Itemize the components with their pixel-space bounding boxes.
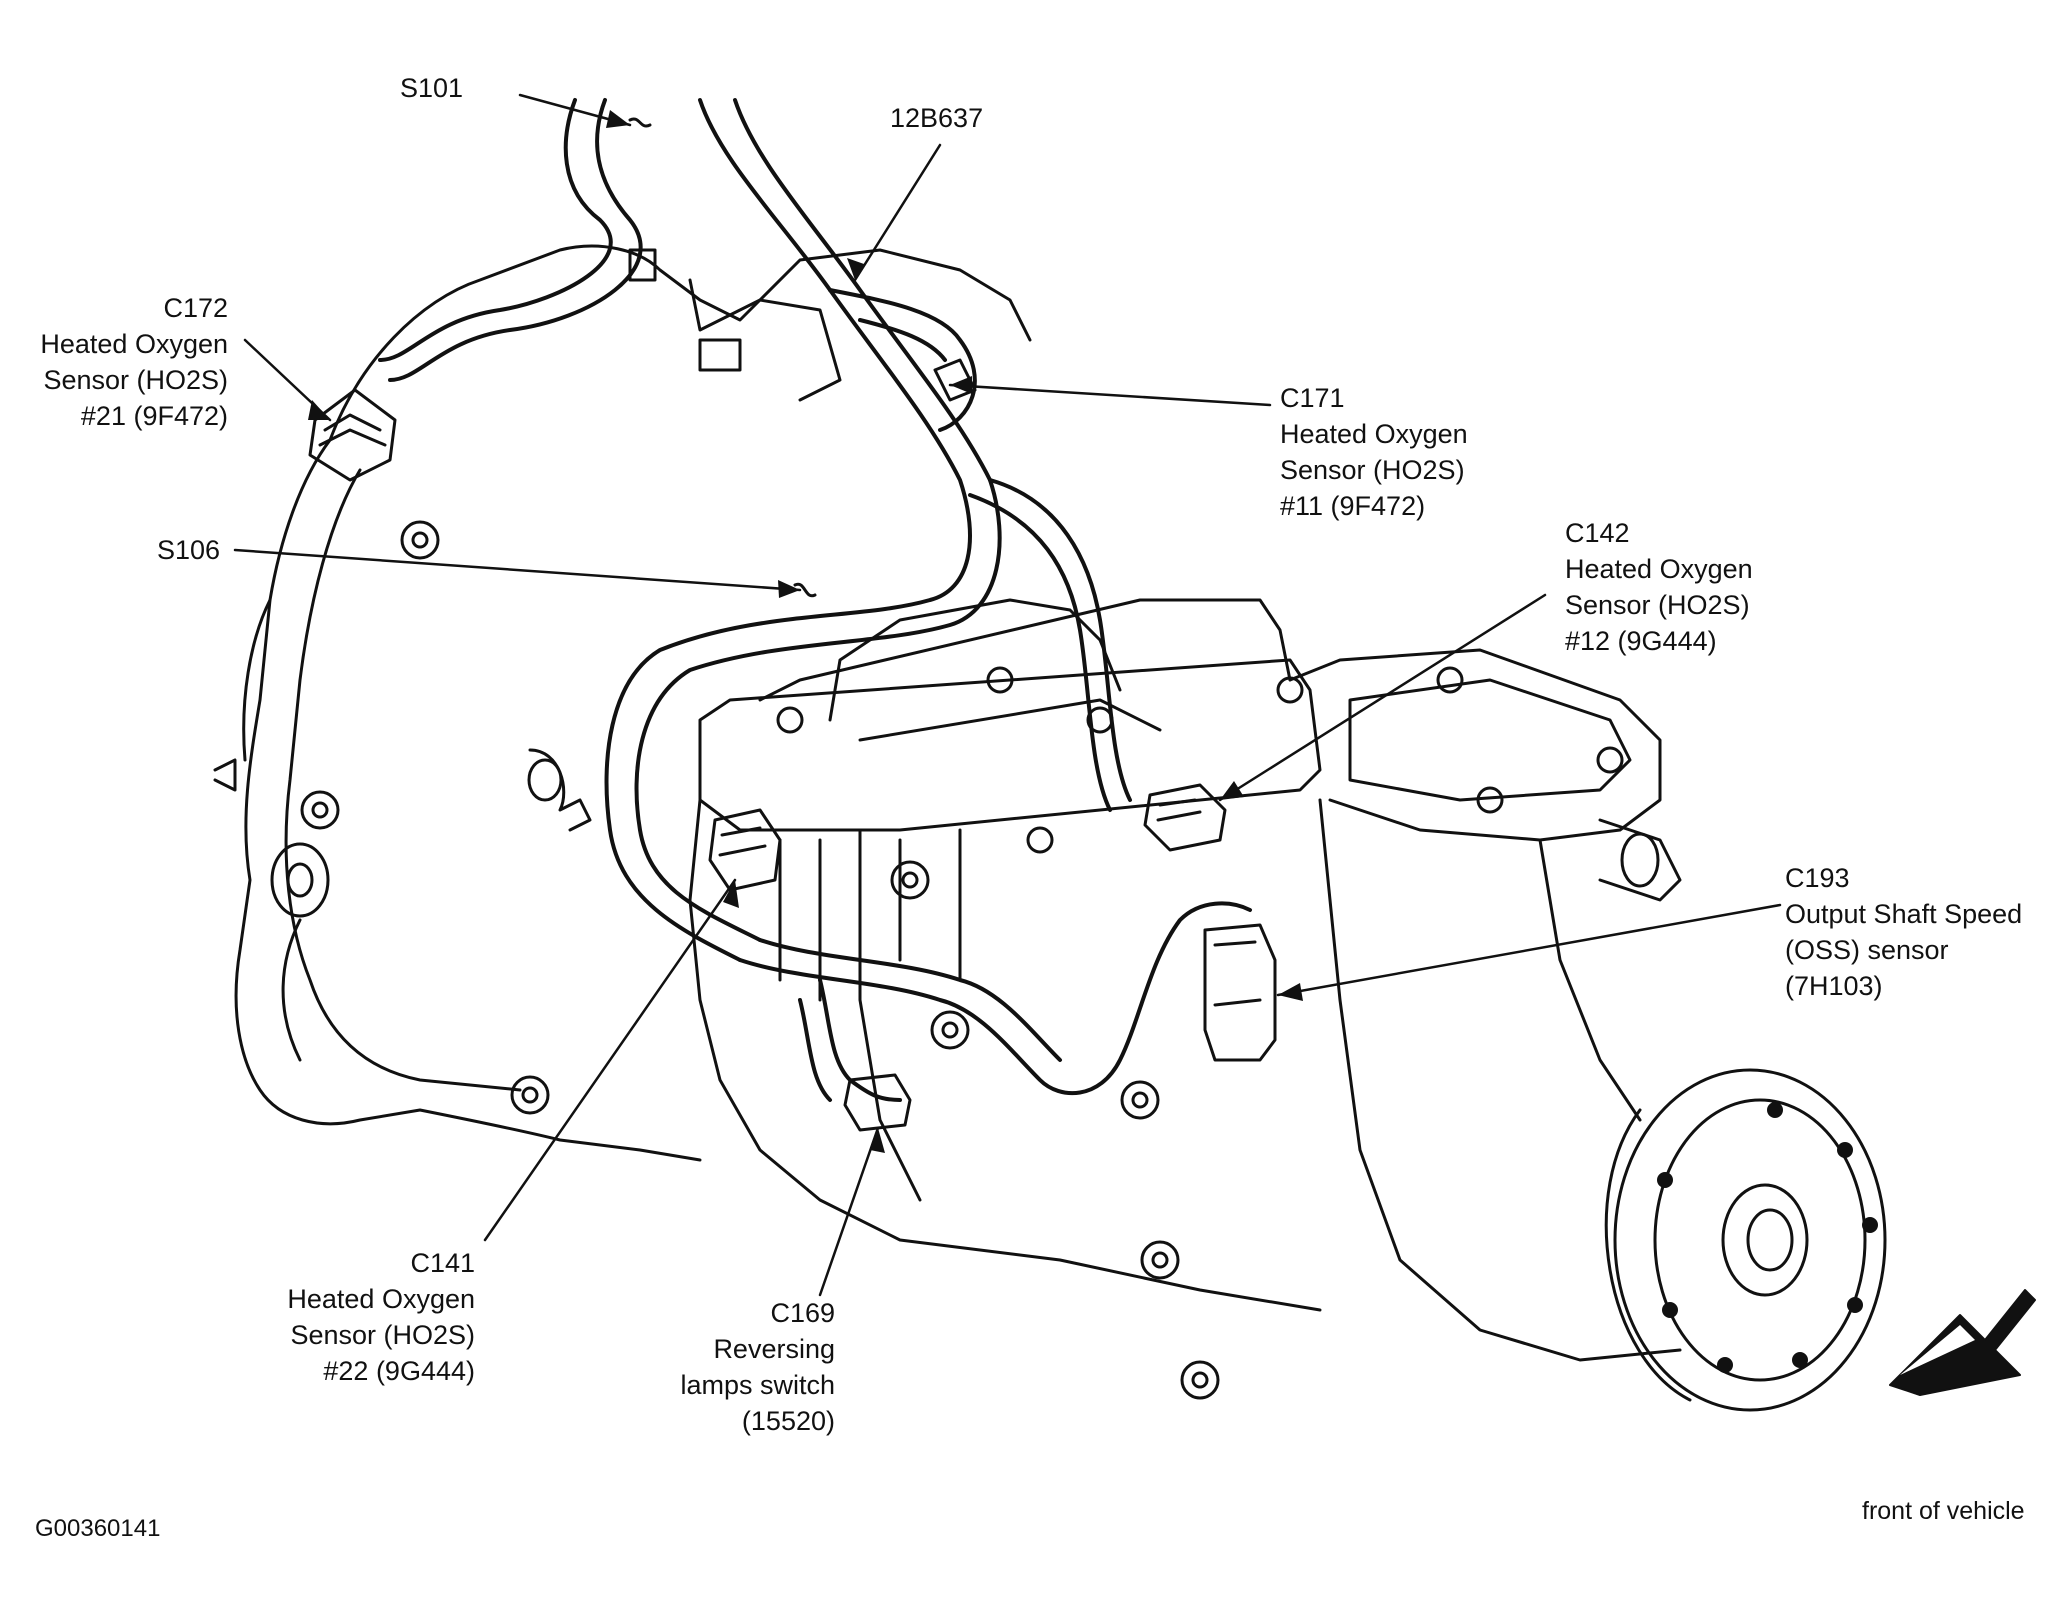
harness-main (378, 98, 643, 382)
c171-line-2: Heated Oxygen (1280, 419, 1468, 449)
b637-line-1: 12B637 (890, 103, 984, 133)
c141-line-1: C141 (410, 1248, 475, 1278)
label-s106: S106 (110, 532, 220, 568)
output-flange-hub (1721, 1183, 1809, 1297)
case-ribs (778, 828, 962, 1002)
top-bracket (688, 278, 842, 402)
output-flange-mid (1653, 1098, 1867, 1382)
harness-c169-branch (798, 978, 902, 1102)
c193-line-1: C193 (1785, 863, 1850, 893)
label-c142: C142 Heated Oxygen Sensor (HO2S) #12 (9G… (1565, 515, 1753, 659)
rear-housing (1288, 648, 1662, 842)
main-case (698, 658, 1322, 832)
bolts (300, 520, 1624, 1400)
label-s101: S101 (400, 70, 463, 106)
leader-lines (233, 93, 1782, 1297)
s101-line-1: S101 (400, 73, 464, 103)
c172-line-2: Heated Oxygen (40, 329, 228, 359)
s106-line-1: S106 (156, 535, 220, 565)
c142-line-1: C142 (1565, 518, 1630, 548)
c142-line-4: #12 (9G444) (1565, 626, 1717, 656)
label-c141: C141 Heated Oxygen Sensor (HO2S) #22 (9G… (250, 1245, 475, 1389)
side-fitting (528, 748, 592, 832)
rear-lower (1318, 798, 1682, 1362)
front-of-vehicle-label: front of vehicle (1862, 1497, 2025, 1525)
c169-line-3: lamps switch (680, 1370, 835, 1400)
c141-line-2: Heated Oxygen (287, 1284, 475, 1314)
case-side (858, 828, 922, 1202)
label-c193: C193 Output Shaft Speed (OSS) sensor (7H… (1785, 860, 2022, 1004)
connectors (308, 117, 1277, 1132)
c141-line-3: Sensor (HO2S) (290, 1320, 475, 1350)
c171-line-4: #11 (9F472) (1280, 491, 1426, 521)
output-flange-seal (1746, 1208, 1794, 1272)
left-mount-hole (270, 842, 330, 918)
c142-line-3: Sensor (HO2S) (1565, 590, 1750, 620)
c142-line-2: Heated Oxygen (1565, 554, 1753, 584)
figure-id: G00360141 (35, 1515, 161, 1542)
front-of-vehicle-arrow (1889, 1289, 2036, 1396)
rear-housing-cover (1348, 678, 1632, 802)
harness-lower (738, 901, 1252, 1095)
c169-line-4: (15520) (741, 1406, 835, 1436)
c193-line-4: (7H103) (1785, 971, 1883, 1001)
c169-line-2: Reversing (713, 1334, 835, 1364)
harness-branch-c142 (968, 478, 1132, 812)
label-c169: C169 Reversing lamps switch (15520) (640, 1295, 835, 1439)
input-shaft (213, 758, 237, 792)
label-c171: C171 Heated Oxygen Sensor (HO2S) #11 (9F… (1280, 380, 1468, 524)
label-12b637: 12B637 (890, 100, 983, 136)
c193-line-2: Output Shaft Speed (1785, 899, 2023, 929)
c169-line-1: C169 (770, 1298, 835, 1328)
flange-shell (1604, 1108, 1692, 1402)
bell-housing-rim (242, 598, 302, 1062)
c171-line-3: Sensor (HO2S) (1280, 455, 1465, 485)
top-cover (828, 598, 1122, 722)
case-lower (688, 798, 1322, 1312)
label-c172: C172 Heated Oxygen Sensor (HO2S) #21 (9F… (20, 290, 228, 434)
c141-line-4: #22 (9G444) (323, 1356, 475, 1386)
c172-line-4: #21 (9F472) (80, 401, 228, 431)
top-cover-panel (858, 698, 1162, 742)
bell-housing (234, 244, 1032, 1162)
c172-line-3: Sensor (HO2S) (43, 365, 228, 395)
tail (1538, 838, 1642, 1122)
output-flange-outer (1613, 1068, 1887, 1412)
c193-line-3: (OSS) sensor (1785, 935, 1949, 965)
harness-branch-c171 (828, 288, 977, 432)
c171-line-1: C171 (1280, 383, 1345, 413)
case-top-plate (758, 598, 1292, 702)
c172-line-1: C172 (163, 293, 228, 323)
